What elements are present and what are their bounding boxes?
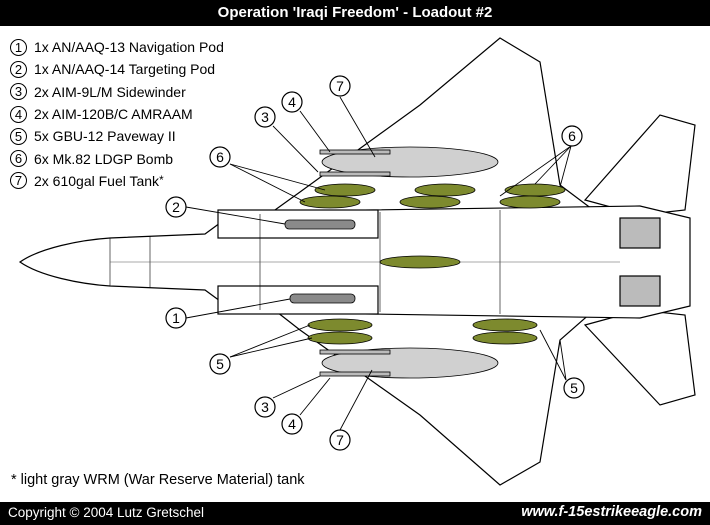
mk82-bomb xyxy=(314,183,376,197)
mk82-bomb xyxy=(414,183,476,197)
legend-text: 2x AIM-9L/M Sidewinder xyxy=(34,83,186,100)
callout-6-left: 6 xyxy=(209,146,231,168)
callouts: 7 4 3 6 6 2 1 5 xyxy=(165,75,585,451)
callout-4-top: 4 xyxy=(281,91,303,113)
callout-3-top: 3 xyxy=(254,106,276,128)
fuel-tank-lower xyxy=(321,347,499,379)
callout-3-bottom: 3 xyxy=(254,396,276,418)
legend-item: 5 5x GBU-12 Paveway II xyxy=(10,125,224,147)
svg-text:7: 7 xyxy=(336,432,344,448)
legend-text: 6x Mk.82 LDGP Bomb xyxy=(34,150,174,167)
callout-1: 1 xyxy=(165,307,187,329)
legend-item: 7 2x 610gal Fuel Tank * xyxy=(10,170,224,192)
aim9-upper xyxy=(319,149,391,155)
svg-text:6: 6 xyxy=(216,149,224,165)
diagram-title: Operation 'Iraqi Freedom' - Loadout #2 xyxy=(217,4,493,21)
upper-nozzle xyxy=(619,217,661,249)
lower-stabilator xyxy=(583,309,696,406)
lower-nozzle xyxy=(619,275,661,307)
legend-item: 3 2x AIM-9L/M Sidewinder xyxy=(10,81,224,103)
stores xyxy=(284,146,566,379)
legend-item: 6 6x Mk.82 LDGP Bomb xyxy=(10,147,224,169)
legend-asterisk: * xyxy=(159,174,164,188)
legend-text: 5x GBU-12 Paveway II xyxy=(34,128,176,145)
targeting-pod xyxy=(284,219,356,230)
gbu12-bomb xyxy=(307,331,373,345)
callout-7-bottom: 7 xyxy=(329,429,351,451)
footnote: * light gray WRM (War Reserve Material) … xyxy=(11,472,305,488)
mk82-bomb xyxy=(299,195,361,209)
gbu12-bomb xyxy=(379,255,461,269)
fuel-tank-upper xyxy=(321,146,499,178)
upper-stabilator xyxy=(583,114,696,216)
title-bar: Operation 'Iraqi Freedom' - Loadout #2 xyxy=(0,0,710,26)
legend-number: 2 xyxy=(10,60,27,78)
legend-text: 1x AN/AAQ-14 Targeting Pod xyxy=(34,61,216,78)
legend-text: 2x AIM-120B/C AMRAAM xyxy=(34,106,193,123)
legend-number: 3 xyxy=(10,83,27,101)
callout-5-right: 5 xyxy=(563,377,585,399)
lower-wing xyxy=(266,304,602,486)
legend-item: 2 1x AN/AAQ-14 Targeting Pod xyxy=(10,58,224,80)
callout-2: 2 xyxy=(165,196,187,218)
svg-text:3: 3 xyxy=(261,109,269,125)
legend-item: 1 1x AN/AAQ-13 Navigation Pod xyxy=(10,36,224,58)
navigation-pod xyxy=(289,293,356,304)
legend-number: 4 xyxy=(10,105,27,123)
callout-lines xyxy=(185,96,572,431)
aim120-lower xyxy=(319,371,391,377)
gbu12-bomb xyxy=(472,318,538,332)
legend-number: 6 xyxy=(10,150,27,168)
legend: 1 1x AN/AAQ-13 Navigation Pod 2 1x AN/AA… xyxy=(10,36,224,192)
svg-text:6: 6 xyxy=(568,128,576,144)
legend-item: 4 2x AIM-120B/C AMRAAM xyxy=(10,103,224,125)
svg-text:1: 1 xyxy=(172,310,180,326)
svg-text:5: 5 xyxy=(570,380,578,396)
svg-text:7: 7 xyxy=(336,78,344,94)
svg-text:2: 2 xyxy=(172,199,180,215)
copyright-text: Copyright © 2004 Lutz Gretschel xyxy=(8,505,205,520)
svg-text:3: 3 xyxy=(261,399,269,415)
callout-7-top: 7 xyxy=(329,75,351,97)
website-link[interactable]: www.f-15estrikeeagle.com xyxy=(521,504,702,520)
callout-4-bottom: 4 xyxy=(281,413,303,435)
gbu12-bomb xyxy=(472,331,538,345)
svg-text:5: 5 xyxy=(216,356,224,372)
aim9-lower xyxy=(319,349,391,355)
aim120-upper xyxy=(319,171,391,177)
svg-text:4: 4 xyxy=(288,416,296,432)
footer-bar: Copyright © 2004 Lutz Gretschel www.f-15… xyxy=(0,502,710,525)
svg-text:4: 4 xyxy=(288,94,296,110)
mk82-bomb xyxy=(399,195,461,209)
mk82-bomb xyxy=(499,195,561,209)
legend-text: 2x 610gal Fuel Tank xyxy=(34,172,160,189)
gbu12-bomb xyxy=(307,318,373,332)
legend-text: 1x AN/AAQ-13 Navigation Pod xyxy=(34,39,224,56)
callout-6-right: 6 xyxy=(561,125,583,147)
legend-number: 5 xyxy=(10,127,27,145)
legend-number: 1 xyxy=(10,38,27,56)
aircraft-diagram: 7 4 3 6 6 2 1 5 xyxy=(18,37,696,486)
legend-number: 7 xyxy=(10,172,27,190)
callout-5-left: 5 xyxy=(209,353,231,375)
